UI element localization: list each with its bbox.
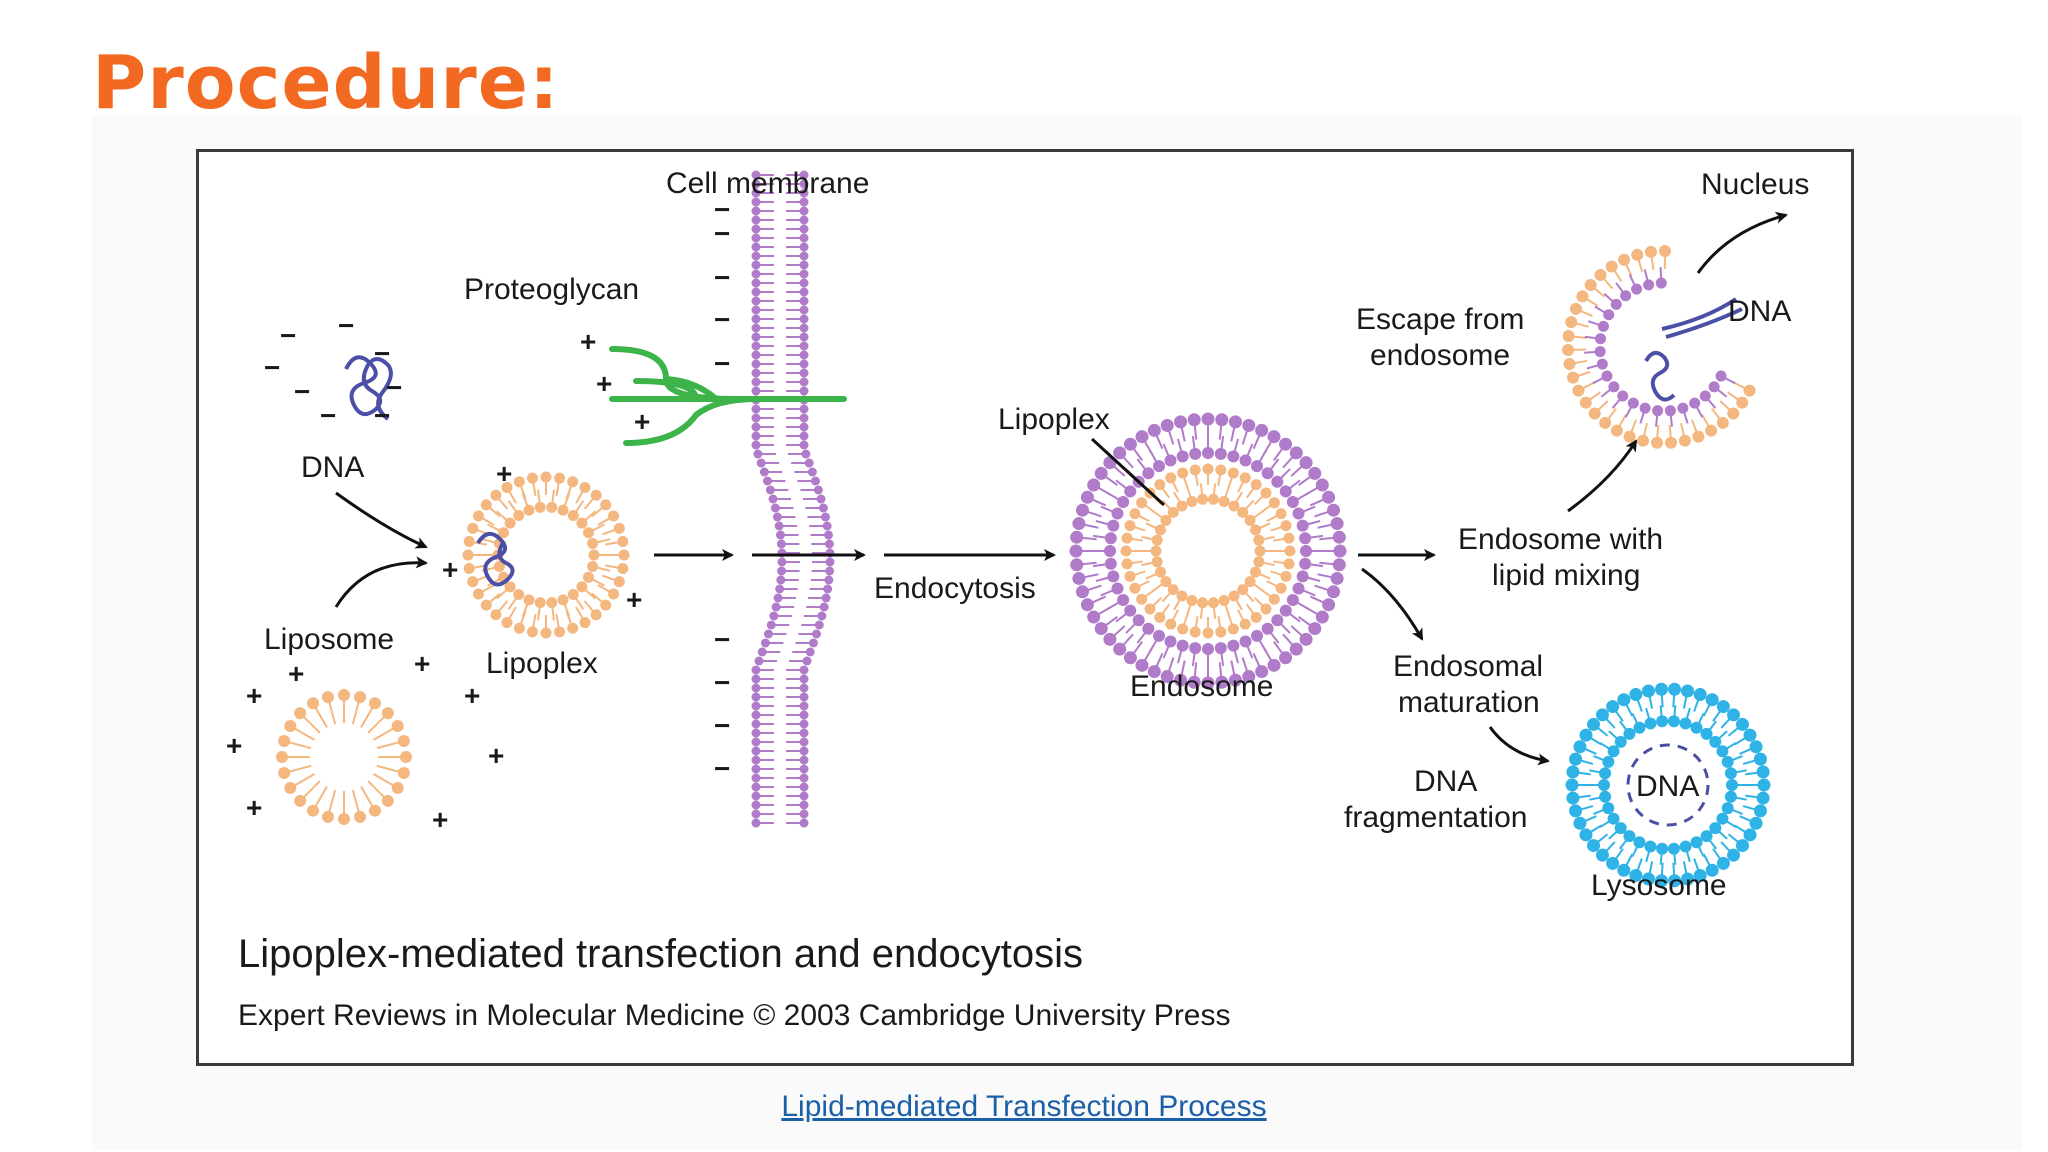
svg-text:−: − — [714, 218, 730, 249]
label-escape-1: Escape from — [1356, 303, 1524, 336]
svg-text:+: + — [626, 584, 642, 615]
escaping-endosome-icon — [1562, 245, 1756, 449]
lipoplex-positive-charges: + + + — [442, 458, 642, 615]
arrow-mixing-to-escape — [1567, 439, 1638, 513]
arrow-liposome-to-lipoplex — [334, 556, 428, 608]
label-lysosome: Lysosome — [1591, 869, 1727, 902]
liposome-positive-charges: ++ ++ ++ ++ — [226, 648, 504, 835]
svg-text:+: + — [246, 792, 262, 823]
svg-text:−: − — [714, 348, 730, 379]
page-title: Procedure: — [92, 40, 560, 126]
label-endocytosis: Endocytosis — [874, 572, 1036, 605]
label-dna-lysosome: DNA — [1636, 770, 1699, 803]
figure-frame — [196, 149, 1854, 1066]
label-maturation-1: Endosomal — [1393, 650, 1543, 683]
svg-text:−: − — [714, 262, 730, 293]
svg-text:+: + — [414, 648, 430, 679]
transfection-process-link[interactable]: Lipid-mediated Transfection Process — [781, 1090, 1267, 1123]
svg-text:−: − — [338, 310, 354, 341]
label-nucleus: Nucleus — [1701, 168, 1809, 201]
arrow-dna-to-lipoplex — [335, 491, 428, 549]
svg-text:−: − — [714, 624, 730, 655]
escaped-dna-icon — [1644, 297, 1743, 402]
label-dna-free: DNA — [301, 451, 364, 484]
svg-text:−: − — [714, 753, 730, 784]
svg-text:−: − — [714, 710, 730, 741]
label-lipoplex-center: Lipoplex — [998, 403, 1110, 436]
svg-text:+: + — [580, 326, 596, 357]
svg-text:+: + — [288, 658, 304, 689]
label-cell-membrane: Cell membrane — [666, 167, 869, 200]
transfection-diagram: −− −− −− −− DNA Liposome ++ ++ ++ ++ + +… — [226, 167, 1809, 1032]
pointer-lipoplex-center — [1090, 437, 1166, 507]
label-lipoplex-left: Lipoplex — [486, 647, 598, 680]
lipoplex-dna-icon — [476, 531, 515, 587]
label-dna-fragmentation-2: fragmentation — [1344, 801, 1527, 834]
fragmented-dna-icon — [1626, 743, 1710, 827]
proteoglycan-positive-charges: + + + — [580, 326, 650, 437]
lysosome-icon — [1565, 682, 1771, 888]
svg-text:−: − — [386, 372, 402, 403]
svg-text:+: + — [596, 368, 612, 399]
label-maturation-2: maturation — [1398, 686, 1540, 719]
svg-text:+: + — [488, 740, 504, 771]
figure-caption-title: Lipoplex-mediated transfection and endoc… — [238, 932, 1083, 976]
svg-text:−: − — [374, 338, 390, 369]
svg-text:+: + — [226, 730, 242, 761]
label-escape-2: endosome — [1370, 339, 1510, 372]
arrow-maturation-to-lysosome — [1488, 726, 1550, 766]
svg-text:+: + — [634, 406, 650, 437]
figure-caption-credit: Expert Reviews in Molecular Medicine © 2… — [238, 999, 1231, 1032]
cell-membrane-icon — [751, 170, 835, 828]
svg-text:−: − — [320, 400, 336, 431]
dna-negative-charges: −− −− −− −− — [264, 310, 402, 431]
label-proteoglycan: Proteoglycan — [464, 273, 639, 306]
label-dna-escaped: DNA — [1728, 295, 1791, 328]
svg-text:−: − — [294, 376, 310, 407]
svg-text:−: − — [264, 352, 280, 383]
endosome-icon — [1069, 412, 1347, 690]
arrow-to-nucleus — [1696, 211, 1788, 274]
svg-text:+: + — [464, 680, 480, 711]
free-dna-icon — [344, 355, 393, 421]
svg-text:−: − — [714, 304, 730, 335]
label-liposome: Liposome — [264, 623, 394, 656]
label-dna-fragmentation-1: DNA — [1414, 765, 1477, 798]
svg-text:+: + — [496, 458, 512, 489]
svg-text:+: + — [442, 554, 458, 585]
svg-text:−: − — [280, 320, 296, 351]
svg-text:+: + — [246, 680, 262, 711]
svg-text:−: − — [714, 194, 730, 225]
label-endosome: Endosome — [1130, 670, 1273, 703]
proteoglycan-icon — [609, 346, 847, 446]
arrow-endosome-to-maturation — [1361, 567, 1424, 641]
liposome-icon — [276, 689, 412, 825]
membrane-negative-charges: −− −− − −− −− — [714, 194, 730, 784]
svg-text:+: + — [432, 804, 448, 835]
lipoplex-left-icon — [462, 471, 630, 639]
label-endosome-mixing-2: lipid mixing — [1492, 559, 1640, 592]
label-endosome-mixing-1: Endosome with — [1458, 523, 1663, 556]
svg-text:−: − — [374, 400, 390, 431]
svg-text:−: − — [714, 667, 730, 698]
